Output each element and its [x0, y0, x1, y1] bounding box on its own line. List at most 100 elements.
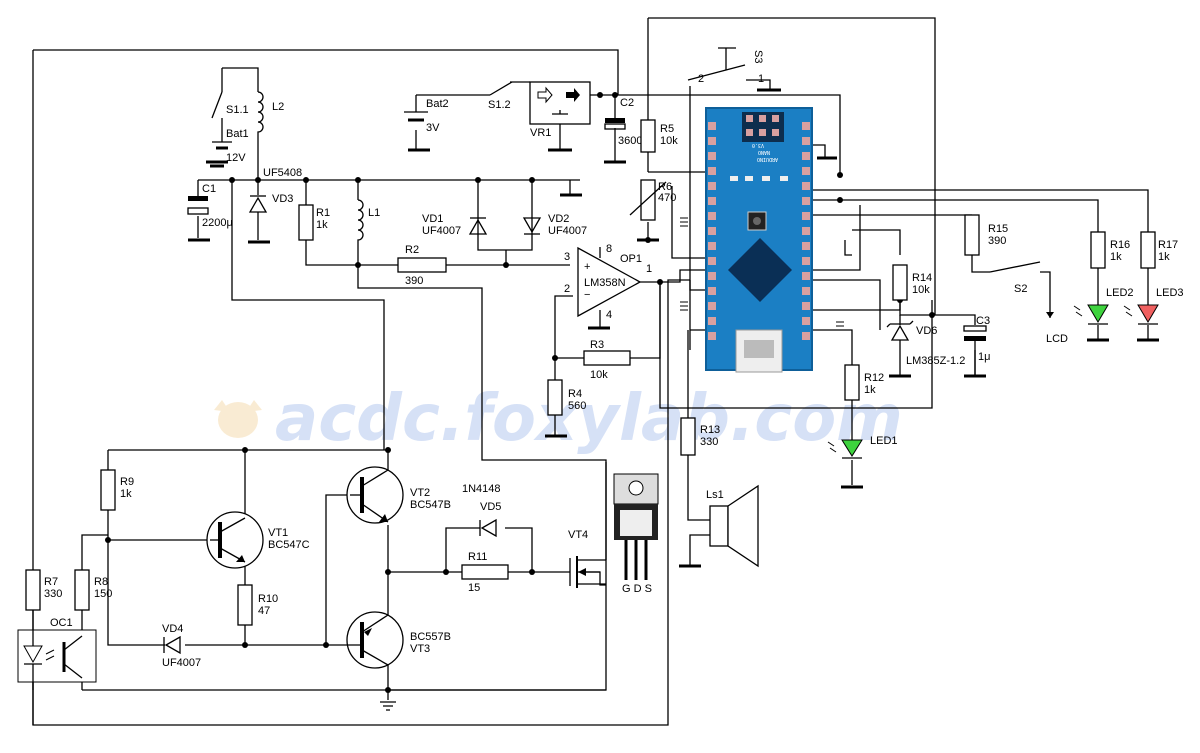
- label-r10-value: 47: [258, 605, 270, 617]
- label-ls1: Ls1: [706, 489, 724, 501]
- label-vt1: VT1: [268, 527, 288, 539]
- speaker-ls1: [709, 484, 759, 568]
- label-c1: C1: [202, 183, 216, 195]
- label-c2: C2: [620, 97, 634, 109]
- switch-s1-2: [489, 81, 513, 96]
- label-vd2: VD2: [548, 213, 569, 225]
- capacitor-c2: [604, 118, 626, 130]
- led-led3: [1123, 304, 1159, 325]
- to220-package: [613, 473, 659, 580]
- label-r14-value: 10k: [912, 284, 930, 296]
- switch-s1-1: [211, 91, 223, 119]
- label-c1-value: 2200μ: [202, 217, 233, 229]
- label-r15-value: 390: [988, 235, 1006, 247]
- watermark: acdc.foxylab.com: [275, 382, 903, 456]
- label-r7-value: 330: [44, 588, 62, 600]
- resistor-r12: [844, 364, 860, 401]
- diode-vd5: [479, 518, 497, 538]
- label-r8: R8: [94, 576, 108, 588]
- resistor-r14: [892, 264, 908, 301]
- label-12v: 12V: [226, 152, 246, 164]
- label-r6: R6: [658, 181, 672, 193]
- resistor-r8: [74, 569, 90, 611]
- label-vd5: VD5: [480, 501, 501, 513]
- label-r5: R5: [660, 123, 674, 135]
- potentiometer-r6: [629, 179, 667, 221]
- resistor-r1: [298, 204, 314, 241]
- resistor-r3: [583, 350, 631, 366]
- label-s2: S2: [1014, 283, 1027, 295]
- transistor-vt3: [326, 611, 404, 669]
- label-r9-value: 1k: [120, 488, 132, 500]
- switch-s3: [687, 47, 746, 81]
- label-vt1-value: BC547C: [268, 539, 310, 551]
- label-oc1: OC1: [50, 617, 73, 629]
- label-r16: R16: [1110, 239, 1130, 251]
- resistor-r7: [25, 569, 41, 611]
- label-r17-value: 1k: [1158, 251, 1170, 263]
- resistor-r4: [547, 379, 563, 416]
- label-r17: R17: [1158, 239, 1178, 251]
- label-r2-value: 390: [405, 275, 423, 287]
- label-r7: R7: [44, 576, 58, 588]
- label-gds: G D S: [622, 583, 652, 595]
- resistor-r15: [964, 214, 980, 256]
- label-vd6-value: LM385Z-1.2: [906, 355, 965, 367]
- label-vt2: VT2: [410, 487, 430, 499]
- transistor-vt2: [346, 466, 404, 524]
- label-r4: R4: [568, 388, 582, 400]
- resistor-r16: [1090, 231, 1106, 269]
- transistor-vt1: [206, 511, 264, 569]
- opamp-op1: [577, 246, 642, 318]
- label-s3-pin2: 2: [698, 73, 704, 85]
- label-uf5408: UF5408: [263, 167, 302, 179]
- label-vt2-value: BC547B: [410, 499, 451, 511]
- diode-vd1: [468, 217, 488, 235]
- battery-bat1: [212, 141, 232, 150]
- diode-vd2: [522, 217, 542, 235]
- label-board-arduino: ARDUINO: [757, 156, 778, 162]
- label-r9: R9: [120, 476, 134, 488]
- led-led1: [827, 439, 863, 459]
- label-l2: L2: [272, 101, 284, 113]
- label-pin2: 2: [564, 283, 570, 295]
- lcd-connector-symbols: [680, 217, 844, 331]
- resistor-r17: [1140, 231, 1156, 269]
- label-r11-value: 15: [468, 582, 480, 594]
- label-vd1-value: UF4007: [422, 225, 461, 237]
- label-minus: −: [584, 289, 590, 301]
- label-op1: OP1: [620, 253, 642, 265]
- label-lm358: LM358N: [584, 277, 626, 289]
- label-pin4: 4: [606, 309, 612, 321]
- watermark-fox-icon: [214, 400, 262, 438]
- diode-vd4: [163, 635, 181, 655]
- label-led2: LED2: [1106, 287, 1134, 299]
- inductor-l2: [257, 91, 264, 140]
- ground-symbols: [188, 88, 1159, 711]
- capacitor-c3: [963, 325, 987, 376]
- wire-network: [32, 17, 1149, 726]
- label-led1: LED1: [870, 435, 898, 447]
- label-s1-2: S1.2: [488, 99, 511, 111]
- label-r12: R12: [864, 372, 884, 384]
- diode-vd3: [248, 195, 268, 213]
- label-r15: R15: [988, 223, 1008, 235]
- label-pin3: 3: [564, 251, 570, 263]
- label-r1-value: 1k: [316, 219, 328, 231]
- label-r14: R14: [912, 272, 932, 284]
- battery-bat2: [404, 111, 428, 122]
- label-r4-value: 560: [568, 400, 586, 412]
- label-bat1: Bat1: [226, 128, 249, 140]
- resistor-r13: [680, 417, 696, 456]
- label-r5-value: 10k: [660, 135, 678, 147]
- inductor-l1: [357, 199, 364, 248]
- label-pin8: 8: [606, 243, 612, 255]
- led-led2: [1073, 304, 1109, 325]
- mosfet-vt4: [569, 462, 607, 588]
- label-vd4-value: UF4007: [162, 657, 201, 669]
- label-r16-value: 1k: [1110, 251, 1122, 263]
- label-r8-value: 150: [94, 588, 112, 600]
- label-plus: +: [584, 261, 590, 273]
- optocoupler-oc1: [17, 629, 97, 683]
